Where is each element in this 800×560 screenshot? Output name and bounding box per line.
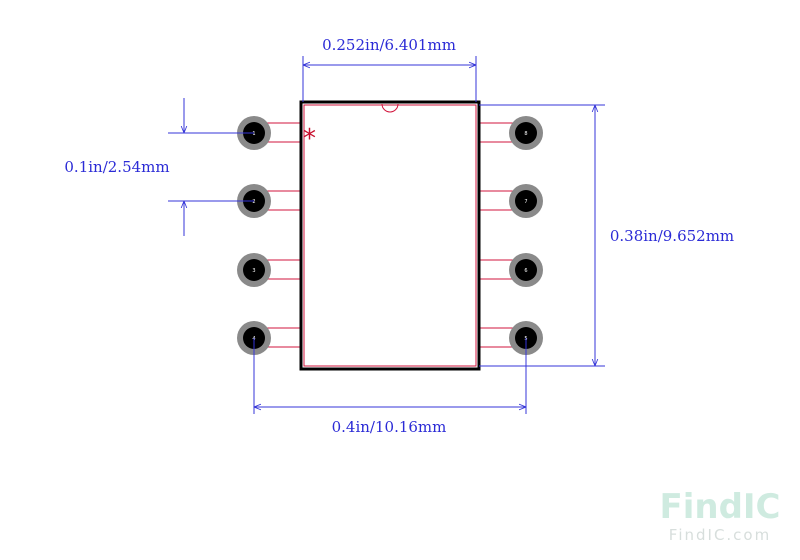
dimension-overall-height [479, 104, 605, 367]
ic-body [299, 100, 481, 371]
pad-2-label: 2 [252, 199, 255, 205]
findic-watermark: FindIC FindIC.com [659, 487, 780, 544]
pads-right: 8 7 6 5 [509, 116, 543, 355]
pad-6-label: 6 [524, 268, 527, 274]
dimension-pitch [168, 98, 254, 236]
dimension-pitch-label: 0.1in/2.54mm [64, 158, 169, 176]
pad-8: 8 [509, 116, 543, 150]
orientation-notch [381, 103, 399, 113]
pad-6: 6 [509, 253, 543, 287]
watermark-url: FindIC.com [669, 526, 771, 544]
pad-7: 7 [509, 184, 543, 218]
lead-outlines [253, 122, 527, 348]
pin1-marker: * [303, 124, 316, 154]
pads-left: 1 2 3 4 [237, 116, 271, 355]
pad-3: 3 [237, 253, 271, 287]
body-inner-outline [303, 104, 477, 367]
watermark-logo: FindIC [659, 487, 780, 527]
pad-8-label: 8 [524, 131, 527, 137]
pad-1-label: 1 [252, 131, 255, 137]
pad-3-label: 3 [252, 268, 255, 274]
dimension-body-width-label: 0.252in/6.401mm [322, 36, 456, 54]
dimension-overall-height-label: 0.38in/9.652mm [610, 227, 734, 245]
dimension-row-spacing-label: 0.4in/10.16mm [332, 418, 447, 436]
dimension-row-spacing [253, 338, 527, 414]
dimension-body-width [302, 56, 477, 102]
pad-7-label: 7 [524, 199, 527, 205]
